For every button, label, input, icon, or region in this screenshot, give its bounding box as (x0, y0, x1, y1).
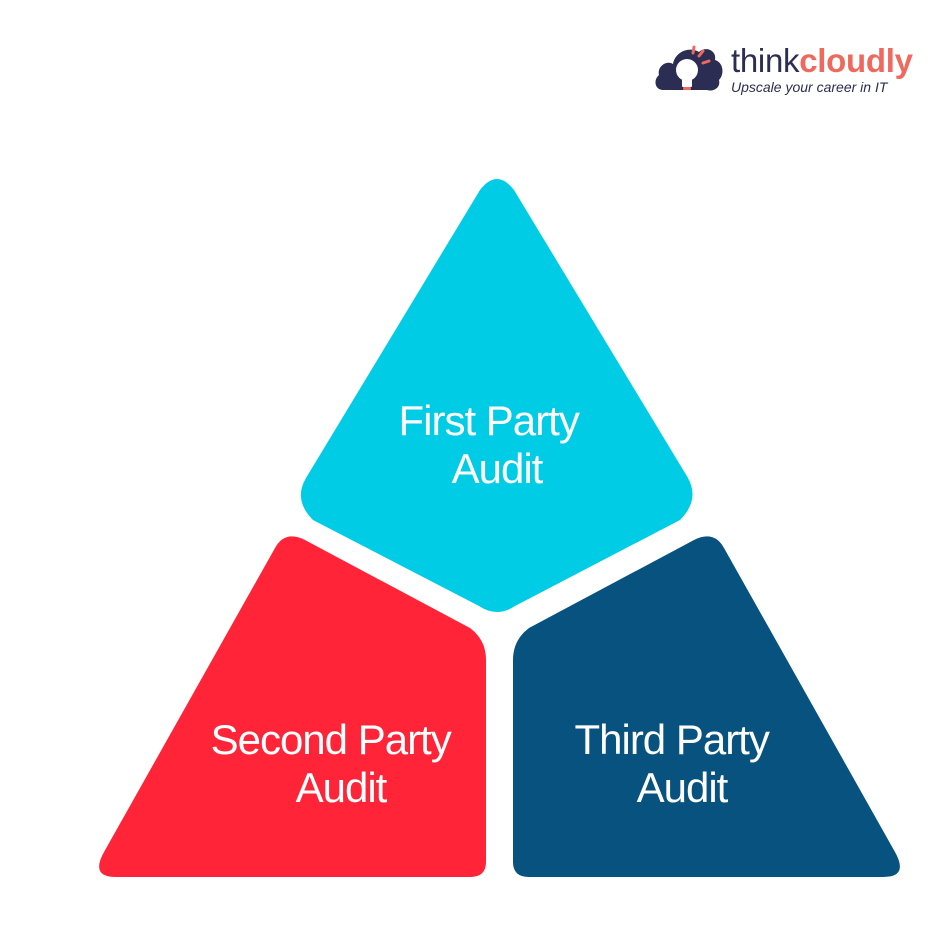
third-party-label: Third Party Audit (574, 716, 779, 811)
brand-name: thinkcloudly (731, 43, 913, 79)
logo-text: thinkcloudly Upscale your career in IT (731, 43, 913, 96)
second-party-label-line1: Second Party (211, 716, 452, 763)
second-party-label: Second Party Audit (211, 716, 462, 811)
first-party-segment (300, 179, 693, 612)
brand-name-think: think (731, 42, 800, 79)
third-party-label-line2: Audit (637, 764, 729, 811)
brand-name-cloudly: cloudly (799, 42, 913, 79)
brand-logo: thinkcloudly Upscale your career in IT (653, 40, 923, 100)
cloud-lightbulb-icon (655, 45, 723, 91)
third-party-segment (513, 536, 900, 877)
second-party-label-line2: Audit (296, 764, 388, 811)
first-party-label-line2: Audit (452, 445, 544, 492)
second-party-segment (99, 536, 486, 877)
third-party-label-line1: Third Party (574, 716, 769, 763)
first-party-label-line1: First Party (398, 397, 579, 444)
brand-tagline: Upscale your career in IT (731, 79, 888, 95)
first-party-label: First Party Audit (398, 397, 589, 492)
